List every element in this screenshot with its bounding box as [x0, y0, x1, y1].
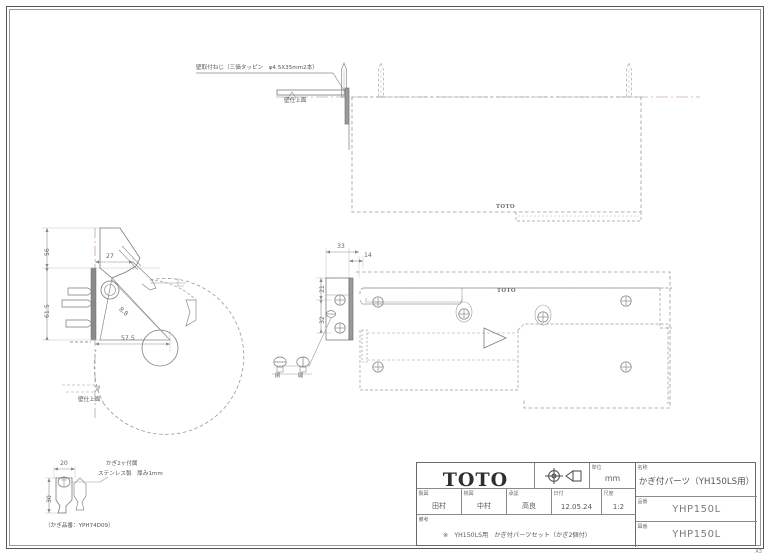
wall-finish-left-label: 壁仕上面	[78, 397, 101, 403]
dim-32: 32	[319, 316, 326, 324]
sheet-size-mark: A3	[755, 549, 762, 555]
lock-state-symbols	[272, 356, 312, 375]
scale-label: 尺度	[603, 491, 614, 497]
remarks-label: 備考	[418, 517, 429, 523]
wall-screws	[341, 62, 632, 98]
unit-value: ｍｍ	[605, 474, 620, 483]
scale-cell: 尺度 1:2	[602, 489, 636, 515]
top-view	[276, 87, 700, 222]
dim-21: 21	[319, 285, 326, 293]
dim-27: 27	[106, 253, 114, 260]
drafter-label: 製図	[418, 491, 429, 497]
remarks-cell: 備考 ※ YH150LS用 かぎ付パーツセット（かぎ2個付）	[417, 515, 636, 547]
product-logo-top: TOTO	[496, 204, 516, 210]
dim-20: 20	[60, 460, 68, 467]
plan-view	[356, 271, 672, 409]
remarks-value: ※ YH150LS用 かぎ付パーツセット（かぎ2個付）	[443, 532, 591, 539]
approver-label: 承認	[508, 491, 519, 497]
side-section-view	[42, 227, 245, 435]
wall-screw-note: 壁取付ねじ（三価タッピン φ4.5X35mm2本）	[196, 65, 318, 71]
brand-cell: TOTO	[417, 463, 535, 491]
wall-screw-callout	[196, 72, 346, 93]
approver-cell: 承認 高良	[507, 489, 552, 515]
scale-value: 1:2	[612, 503, 625, 511]
unit-cell: 単位 ｍｍ	[590, 463, 636, 489]
date-value: 12.05.24	[560, 503, 593, 511]
third-angle-projection-icon	[545, 468, 582, 484]
key-note-line-1: かぎ2ヶ付属	[106, 461, 138, 467]
drafter-cell: 製図 田村	[417, 489, 462, 515]
projection-symbol-cell	[535, 463, 590, 489]
dim-61-5: 61.5	[44, 304, 51, 318]
product-name-value: かぎ付パーツ（YH150LS用）	[638, 477, 755, 487]
lock-closed-label: 閉	[275, 373, 281, 379]
drawing-number-label: 図番	[637, 524, 648, 530]
key-note-line-2: ステンレス製 厚み1mm	[98, 471, 163, 477]
product-name-label: 名称	[637, 465, 648, 471]
dim-30: 30	[46, 495, 53, 503]
dim-56: 56	[44, 248, 51, 256]
dim-14: 14	[364, 252, 372, 259]
checker-cell: 検図 中村	[462, 489, 507, 515]
dim-57-5: 57.5	[121, 335, 135, 342]
lock-open-label: 開	[298, 373, 304, 379]
product-logo-plan: TOTO	[497, 288, 517, 294]
title-block: TOTO 単位 ｍｍ 製図 田村 検図 中村 承認	[416, 462, 757, 547]
drawing-number-cell: 図番 YHP150L	[636, 522, 757, 547]
key-detail-view	[45, 466, 109, 514]
checker-label: 検図	[463, 491, 474, 497]
sheet-border-outer	[6, 6, 764, 549]
product-code-value: YHP150L	[672, 504, 721, 515]
hinge-plate-detail	[276, 248, 364, 367]
brand-logo: TOTO	[442, 469, 509, 491]
dim-33: 33	[337, 243, 345, 250]
unit-label: 単位	[591, 465, 602, 471]
drawing-number-value: YHP150L	[672, 529, 721, 540]
approver-value: 高良	[522, 502, 536, 510]
product-code-cell: 品番 YHP150L	[636, 497, 757, 522]
drafter-value: 田村	[432, 502, 446, 510]
product-code-label: 品番	[637, 499, 648, 505]
wall-finish-top-label: 壁仕上面	[284, 98, 307, 104]
product-name-cell: 名称 かぎ付パーツ（YH150LS用）	[636, 463, 757, 497]
sheet-border-inner	[9, 9, 761, 546]
checker-value: 中村	[477, 502, 491, 510]
date-cell: 日付 12.05.24	[552, 489, 602, 515]
date-label: 日付	[553, 491, 564, 497]
key-part-number-note: （かぎ品番：YPH74D09）	[45, 523, 114, 529]
